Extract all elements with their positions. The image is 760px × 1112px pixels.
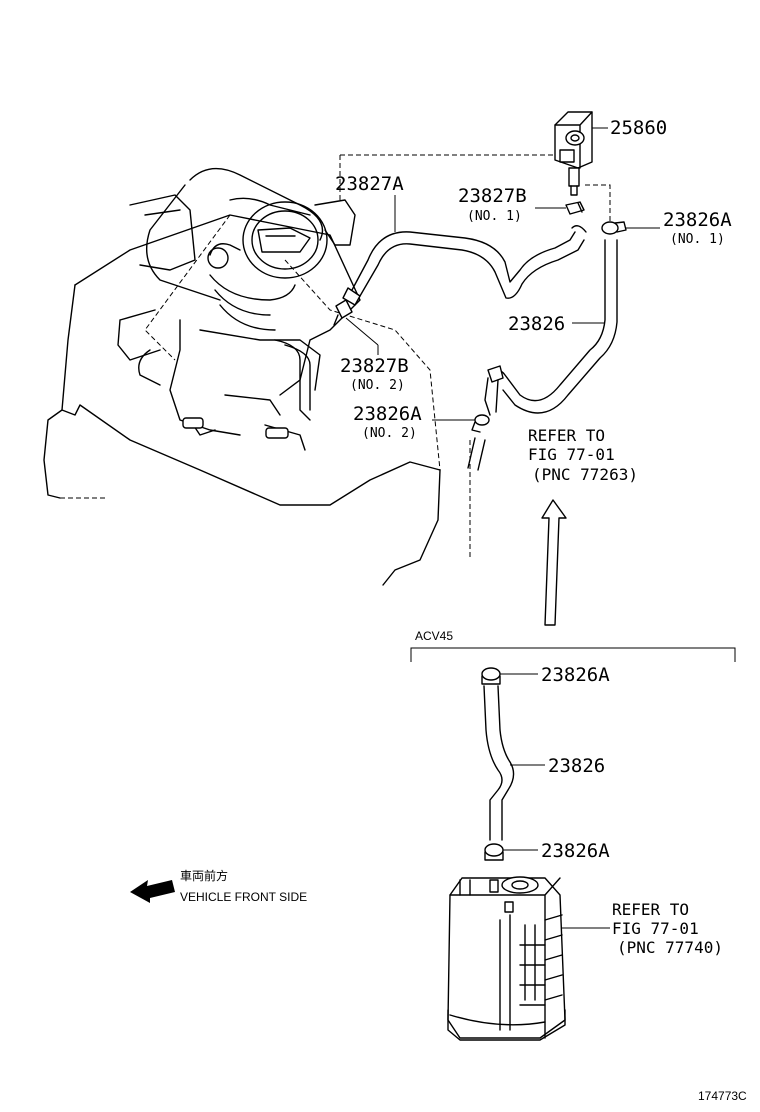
ref-upper-line2: FIG 77-01 [528,445,615,464]
clip-23827B-no1 [565,201,585,215]
label-23826-lower: 23826 [548,755,605,777]
clamp-23826A-no2 [471,414,490,433]
variant-bracket [410,647,736,662]
front-side-jp: 車両前方 [180,868,228,883]
dashed-leader [284,259,441,471]
hose-23826-upper [484,239,618,416]
label-23827A: 23827A [335,173,404,195]
hose-23827A [342,225,587,306]
label-23826A-top: 23826A [541,664,610,686]
label-23827B-no1-sub: (NO. 1) [467,209,522,224]
label-23826A-no2-sub: (NO. 2) [362,426,417,441]
clip-23827B-no2 [333,299,353,326]
label-23827B-no2-sub: (NO. 2) [350,378,405,393]
engine-assembly [43,167,441,586]
front-arrow-icon [130,880,175,903]
dashed-leader [144,214,231,361]
leader-23827B-no2 [345,317,379,346]
clamp-23826A-bottom [484,843,504,861]
label-23826A-no1-sub: (NO. 1) [670,232,725,247]
label-23826-upper: 23826 [508,313,565,335]
ref-lower-line3: (PNC 77740) [617,938,723,957]
label-23826A-no2: 23826A [353,403,422,425]
variant-label: ACV45 [415,629,453,643]
ref-upper-line1: REFER TO [528,426,605,445]
vsv-25860 [554,111,593,196]
label-23826A-bottom: 23826A [541,840,610,862]
ref-lower-line2: FIG 77-01 [612,919,699,938]
label-23826A-no1: 23826A [663,209,732,231]
ref-upper-line3: (PNC 77263) [532,465,638,484]
pipe-stub [467,437,486,471]
dashed-leader [585,184,611,222]
hose-23826-lower [483,685,515,841]
label-23827B-no2: 23827B [340,355,409,377]
up-arrow [541,499,567,626]
charcoal-canister [447,876,566,1041]
clamp-23826A-no1 [601,221,627,235]
figure-id: 174773C [698,1089,747,1103]
clamp-23826A-top [481,667,501,685]
front-side-en: VEHICLE FRONT SIDE [180,890,307,904]
ref-lower-line1: REFER TO [612,900,689,919]
label-23827B-no1: 23827B [458,185,527,207]
label-25860: 25860 [610,117,667,139]
